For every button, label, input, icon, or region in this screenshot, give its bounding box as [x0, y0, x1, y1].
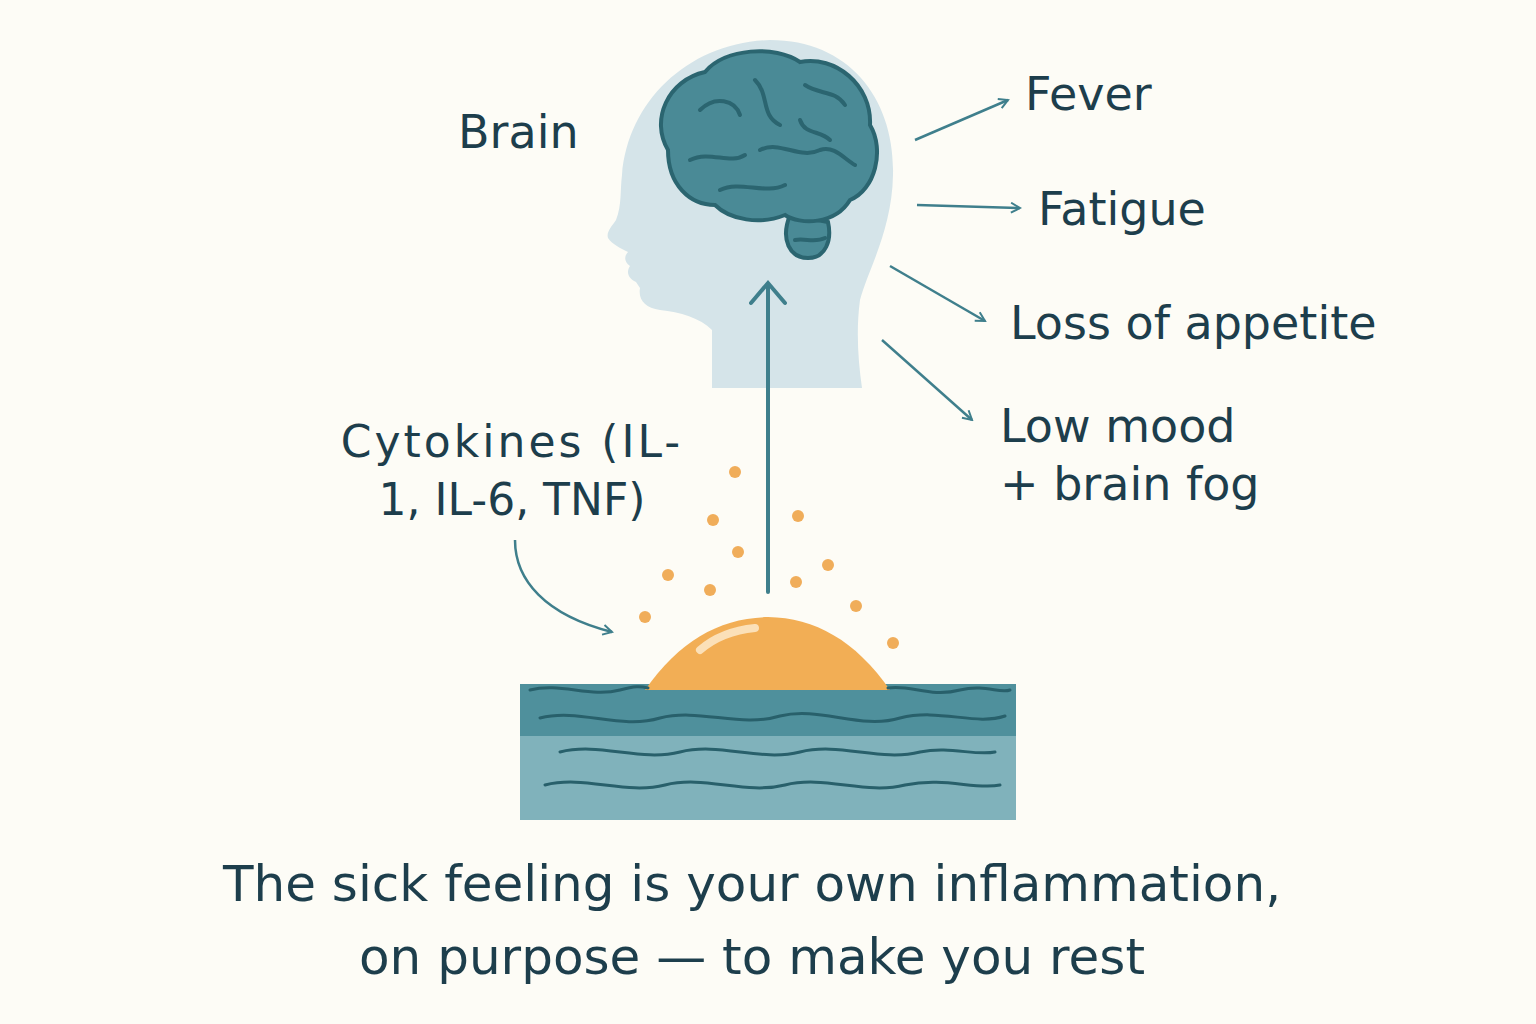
symptom-label: Low mood + brain fog: [1000, 398, 1272, 514]
symptom-arrows: [882, 100, 1020, 420]
symptom-label: Fever: [1025, 66, 1152, 124]
symptom-label: Loss of appetite: [1010, 295, 1377, 353]
head-silhouette: [608, 40, 893, 388]
brain-label: Brain: [458, 104, 579, 162]
caption: The sick feeling is your own inflammatio…: [197, 848, 1307, 993]
cytokine-label: Cytokines (IL-1, IL-6, TNF): [329, 413, 695, 529]
cytokine-dots: [639, 466, 899, 649]
cytokine-pointer: [515, 540, 612, 632]
symptom-label: Fatigue: [1038, 181, 1206, 239]
tissue: [520, 617, 1016, 820]
head-node: Brain: [440, 40, 895, 390]
brain: [661, 51, 877, 258]
signal-arrow: [751, 283, 785, 592]
